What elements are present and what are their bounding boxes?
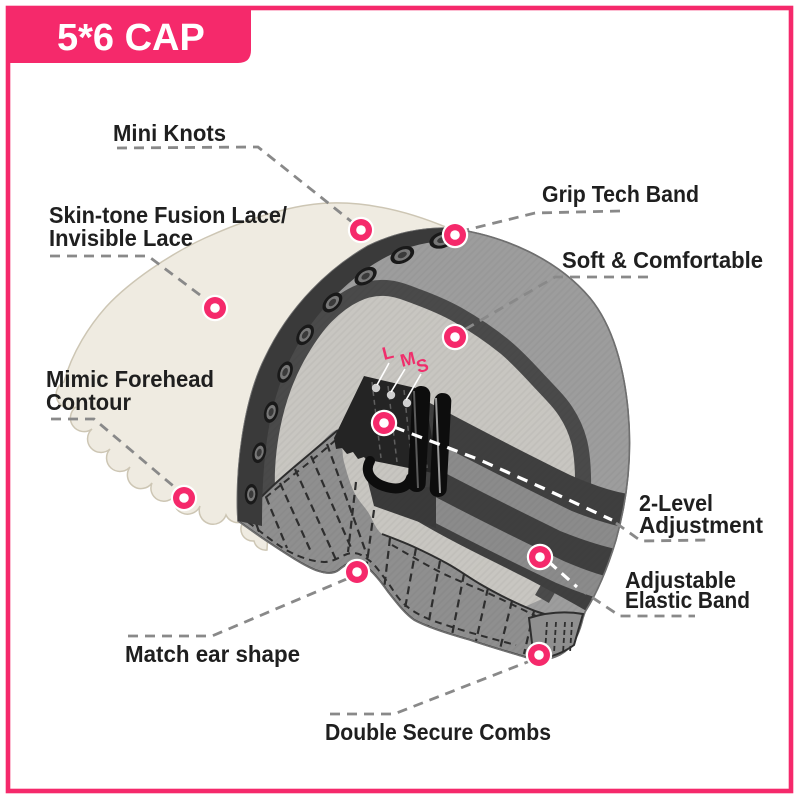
svg-text:Mimic Forehead: Mimic Forehead [46,366,214,392]
svg-text:5*6 CAP: 5*6 CAP [57,17,205,59]
svg-text:Elastic Band: Elastic Band [625,587,750,613]
svg-text:Grip Tech Band: Grip Tech Band [542,181,699,207]
svg-text:M: M [398,348,417,371]
svg-text:Match ear shape: Match ear shape [125,641,300,667]
svg-text:2-Level: 2-Level [639,490,713,516]
svg-text:Contour: Contour [46,389,131,415]
svg-text:Double Secure Combs: Double Secure Combs [325,719,551,745]
svg-text:Mini Knots: Mini Knots [113,120,226,146]
svg-text:Soft & Comfortable: Soft & Comfortable [562,247,763,273]
svg-text:Adjustable: Adjustable [625,567,736,593]
svg-text:Adjustment: Adjustment [639,512,763,538]
svg-text:Invisible Lace: Invisible Lace [49,225,193,251]
svg-text:Skin-tone Fusion Lace/: Skin-tone Fusion Lace/ [49,202,287,228]
svg-text:S: S [414,355,430,377]
svg-text:L: L [380,342,396,364]
